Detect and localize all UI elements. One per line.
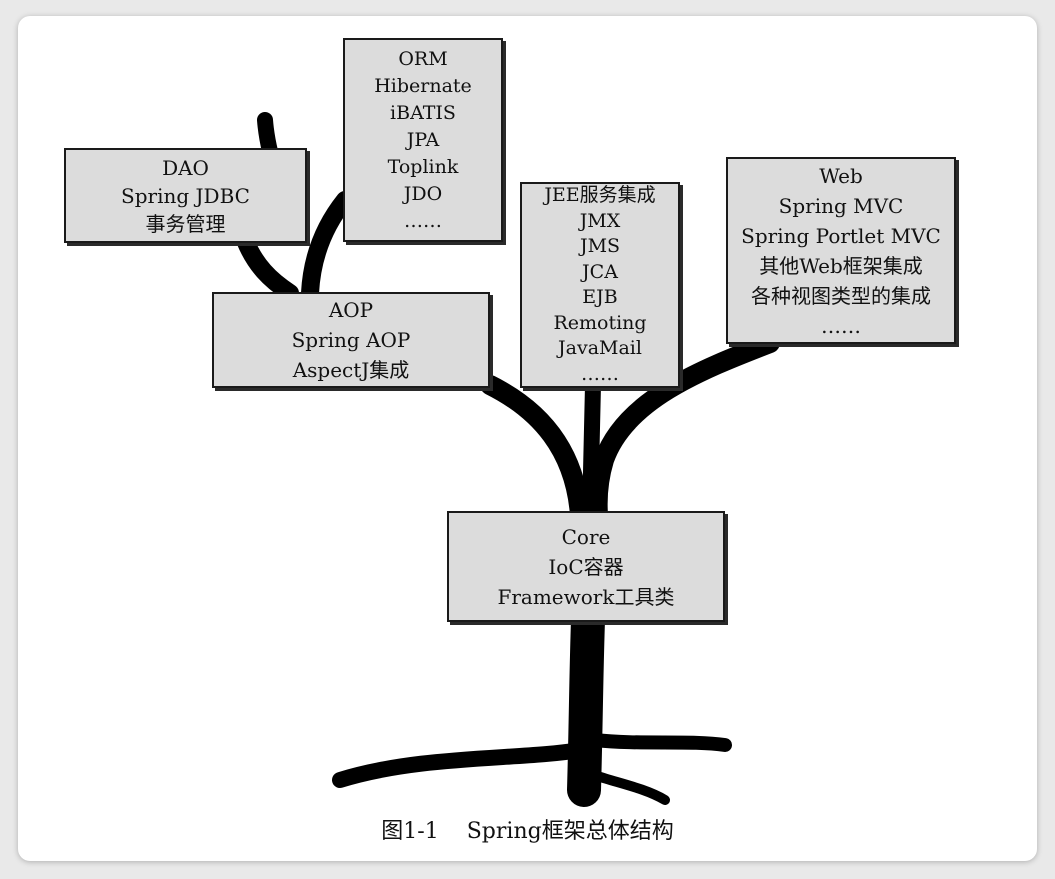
- dao-box: DAO Spring JDBC 事务管理: [64, 148, 307, 243]
- web-box: Web Spring MVC Spring Portlet MVC 其他Web框…: [726, 157, 956, 344]
- jee-line: JMX: [579, 209, 621, 232]
- web-line: Spring Portlet MVC: [741, 223, 941, 248]
- jee-box: JEE服务集成 JMX JMS JCA EJB Remoting JavaMai…: [520, 182, 680, 388]
- root-left: [332, 742, 588, 788]
- orm-line: JPA: [406, 128, 440, 151]
- aop-line: AspectJ集成: [292, 358, 410, 382]
- orm-line: ORM: [398, 47, 448, 70]
- caption-number: 图1-1: [381, 819, 439, 844]
- dao-line: 事务管理: [145, 211, 226, 236]
- jee-line: ……: [581, 362, 619, 385]
- core-line: IoC容器: [548, 554, 624, 579]
- orm-line: iBATIS: [390, 101, 456, 124]
- caption-title: Spring框架总体结构: [466, 819, 674, 844]
- web-line: Spring MVC: [778, 193, 904, 218]
- orm-box: ORM Hibernate iBATIS JPA Toplink JDO ……: [343, 38, 503, 242]
- jee-line: Remoting: [553, 311, 647, 334]
- orm-line: JDO: [403, 182, 443, 205]
- aop-line: AOP: [328, 298, 374, 322]
- aop-line: Spring AOP: [291, 328, 411, 352]
- orm-line: Hibernate: [374, 74, 472, 97]
- branch-web: [587, 333, 780, 525]
- trunk: [567, 603, 605, 807]
- jee-line: JavaMail: [558, 337, 642, 359]
- core-box: Core IoC容器 Framework工具类: [447, 511, 725, 622]
- jee-line: JCA: [582, 260, 618, 283]
- root-center: [579, 765, 670, 805]
- core-line: Core: [561, 524, 611, 549]
- branch-aop: [480, 375, 590, 525]
- core-line: Framework工具类: [497, 584, 675, 609]
- web-line: 各种视图类型的集成: [751, 283, 931, 308]
- dao-line: Spring JDBC: [121, 183, 250, 208]
- web-line: ……: [821, 313, 861, 338]
- root-right: [588, 733, 732, 752]
- web-line: 其他Web框架集成: [759, 253, 923, 278]
- orm-line: Toplink: [387, 155, 459, 178]
- jee-line: JEE服务集成: [544, 184, 656, 206]
- branch-dao: [236, 231, 299, 302]
- figure-caption: 图1-1 Spring框架总体结构: [0, 813, 1055, 845]
- jee-line: JMS: [579, 235, 621, 257]
- aop-box: AOP Spring AOP AspectJ集成: [212, 292, 490, 388]
- orm-line: ……: [404, 209, 442, 232]
- dao-line: DAO: [162, 155, 209, 180]
- web-line: Web: [819, 163, 863, 188]
- branch-orm: [301, 191, 354, 302]
- jee-line: EJB: [582, 286, 618, 308]
